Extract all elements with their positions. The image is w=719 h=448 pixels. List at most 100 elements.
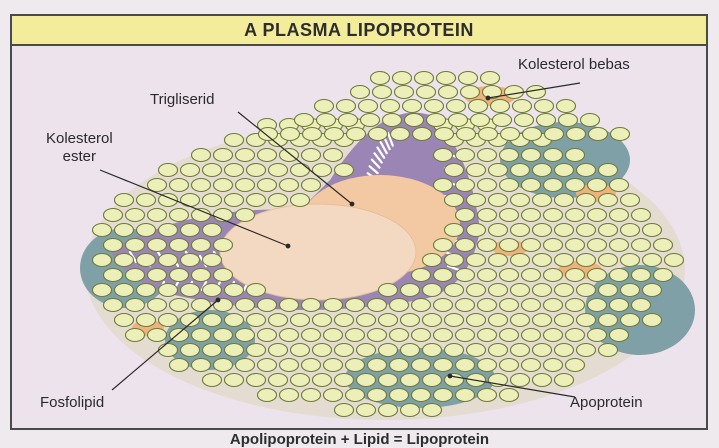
phospholipid-head [577, 344, 596, 357]
phospholipid-head [489, 194, 508, 207]
phospholipid-head [401, 284, 420, 297]
phospholipid-head [621, 254, 640, 267]
phospholipid-head [511, 224, 530, 237]
phospholipid-head [280, 389, 299, 402]
phospholipid-head [126, 329, 145, 342]
phospholipid-head [115, 314, 134, 327]
phospholipid-head [412, 329, 431, 342]
phospholipid-head [317, 114, 336, 127]
phospholipid-head [537, 114, 556, 127]
phospholipid-head [555, 374, 574, 387]
phospholipid-head [500, 299, 519, 312]
phospholipid-head [335, 374, 354, 387]
phospholipid-head [302, 149, 321, 162]
phospholipid-head [295, 114, 314, 127]
phospholipid-head [566, 149, 585, 162]
phospholipid-head [324, 389, 343, 402]
phospholipid-head [346, 389, 365, 402]
phospholipid-head [522, 239, 541, 252]
phospholipid-head [137, 224, 156, 237]
phospholipid-head [393, 72, 412, 85]
phospholipid-head [170, 269, 189, 282]
label-kolesterol-ester: Kolesterol ester [46, 130, 113, 166]
phospholipid-head [214, 269, 233, 282]
phospholipid-head [415, 72, 434, 85]
phospholipid-head [170, 209, 189, 222]
phospholipid-head [478, 329, 497, 342]
phospholipid-head [500, 239, 519, 252]
phospholipid-head [291, 194, 310, 207]
phospholipid-head [599, 254, 618, 267]
phospholipid-head [346, 299, 365, 312]
phospholipid-head [610, 239, 629, 252]
phospholipid-head [335, 404, 354, 417]
phospholipid-head [434, 299, 453, 312]
phospholipid-head [104, 209, 123, 222]
phospholipid-head [203, 344, 222, 357]
phospholipid-head [511, 374, 530, 387]
phospholipid-head [425, 100, 444, 113]
phospholipid-head [159, 314, 178, 327]
phospholipid-head [258, 149, 277, 162]
phospholipid-head [445, 164, 464, 177]
phospholipid-head [313, 344, 332, 357]
phospholipid-head [181, 284, 200, 297]
phospholipid-head [478, 359, 497, 372]
phospholipid-head [170, 179, 189, 192]
phospholipid-head [126, 269, 145, 282]
phospholipid-head [390, 389, 409, 402]
phospholipid-head [381, 100, 400, 113]
phospholipid-head [471, 114, 490, 127]
phospholipid-head [93, 254, 112, 267]
phospholipid-head [632, 239, 651, 252]
phospholipid-head [533, 224, 552, 237]
leader-dot [448, 374, 452, 378]
phospholipid-head [258, 299, 277, 312]
phospholipid-head [555, 284, 574, 297]
phospholipid-head [368, 329, 387, 342]
phospholipid-head [159, 224, 178, 237]
phospholipid-head [258, 329, 277, 342]
phospholipid-head [489, 224, 508, 237]
phospholipid-head [181, 344, 200, 357]
phospholipid-head [533, 284, 552, 297]
phospholipid-head [567, 128, 586, 141]
phospholipid-head [577, 164, 596, 177]
phospholipid-head [269, 164, 288, 177]
phospholipid-head [445, 254, 464, 267]
phospholipid-head [412, 359, 431, 372]
phospholipid-head [610, 329, 629, 342]
phospholipid-head [439, 86, 458, 99]
phospholipid-head [379, 404, 398, 417]
leader-dot [286, 244, 290, 248]
phospholipid-head [500, 329, 519, 342]
phospholipid-head [489, 164, 508, 177]
phospholipid-head [280, 299, 299, 312]
phospholipid-head [449, 114, 468, 127]
label-apoprotein: Apoprotein [570, 394, 643, 412]
phospholipid-head [467, 164, 486, 177]
phospholipid-head [357, 404, 376, 417]
phospholipid-head [555, 314, 574, 327]
phospholipid-head [437, 72, 456, 85]
phospholipid-head [581, 114, 600, 127]
phospholipid-head [203, 314, 222, 327]
phospholipid-head [170, 359, 189, 372]
phospholipid-head [461, 86, 480, 99]
phospholipid-head [566, 269, 585, 282]
phospholipid-head [478, 269, 497, 282]
phospholipid-head [115, 194, 134, 207]
phospholipid-head [192, 149, 211, 162]
phospholipid-head [236, 149, 255, 162]
phospholipid-head [599, 344, 618, 357]
phospholipid-head [511, 314, 530, 327]
leader-dot [486, 96, 490, 100]
phospholipid-head [522, 269, 541, 282]
phospholipid-head [478, 389, 497, 402]
phospholipid-head [588, 179, 607, 192]
phospholipid-head [456, 359, 475, 372]
phospholipid-head [599, 194, 618, 207]
phospholipid-head [599, 314, 618, 327]
phospholipid-head [148, 209, 167, 222]
